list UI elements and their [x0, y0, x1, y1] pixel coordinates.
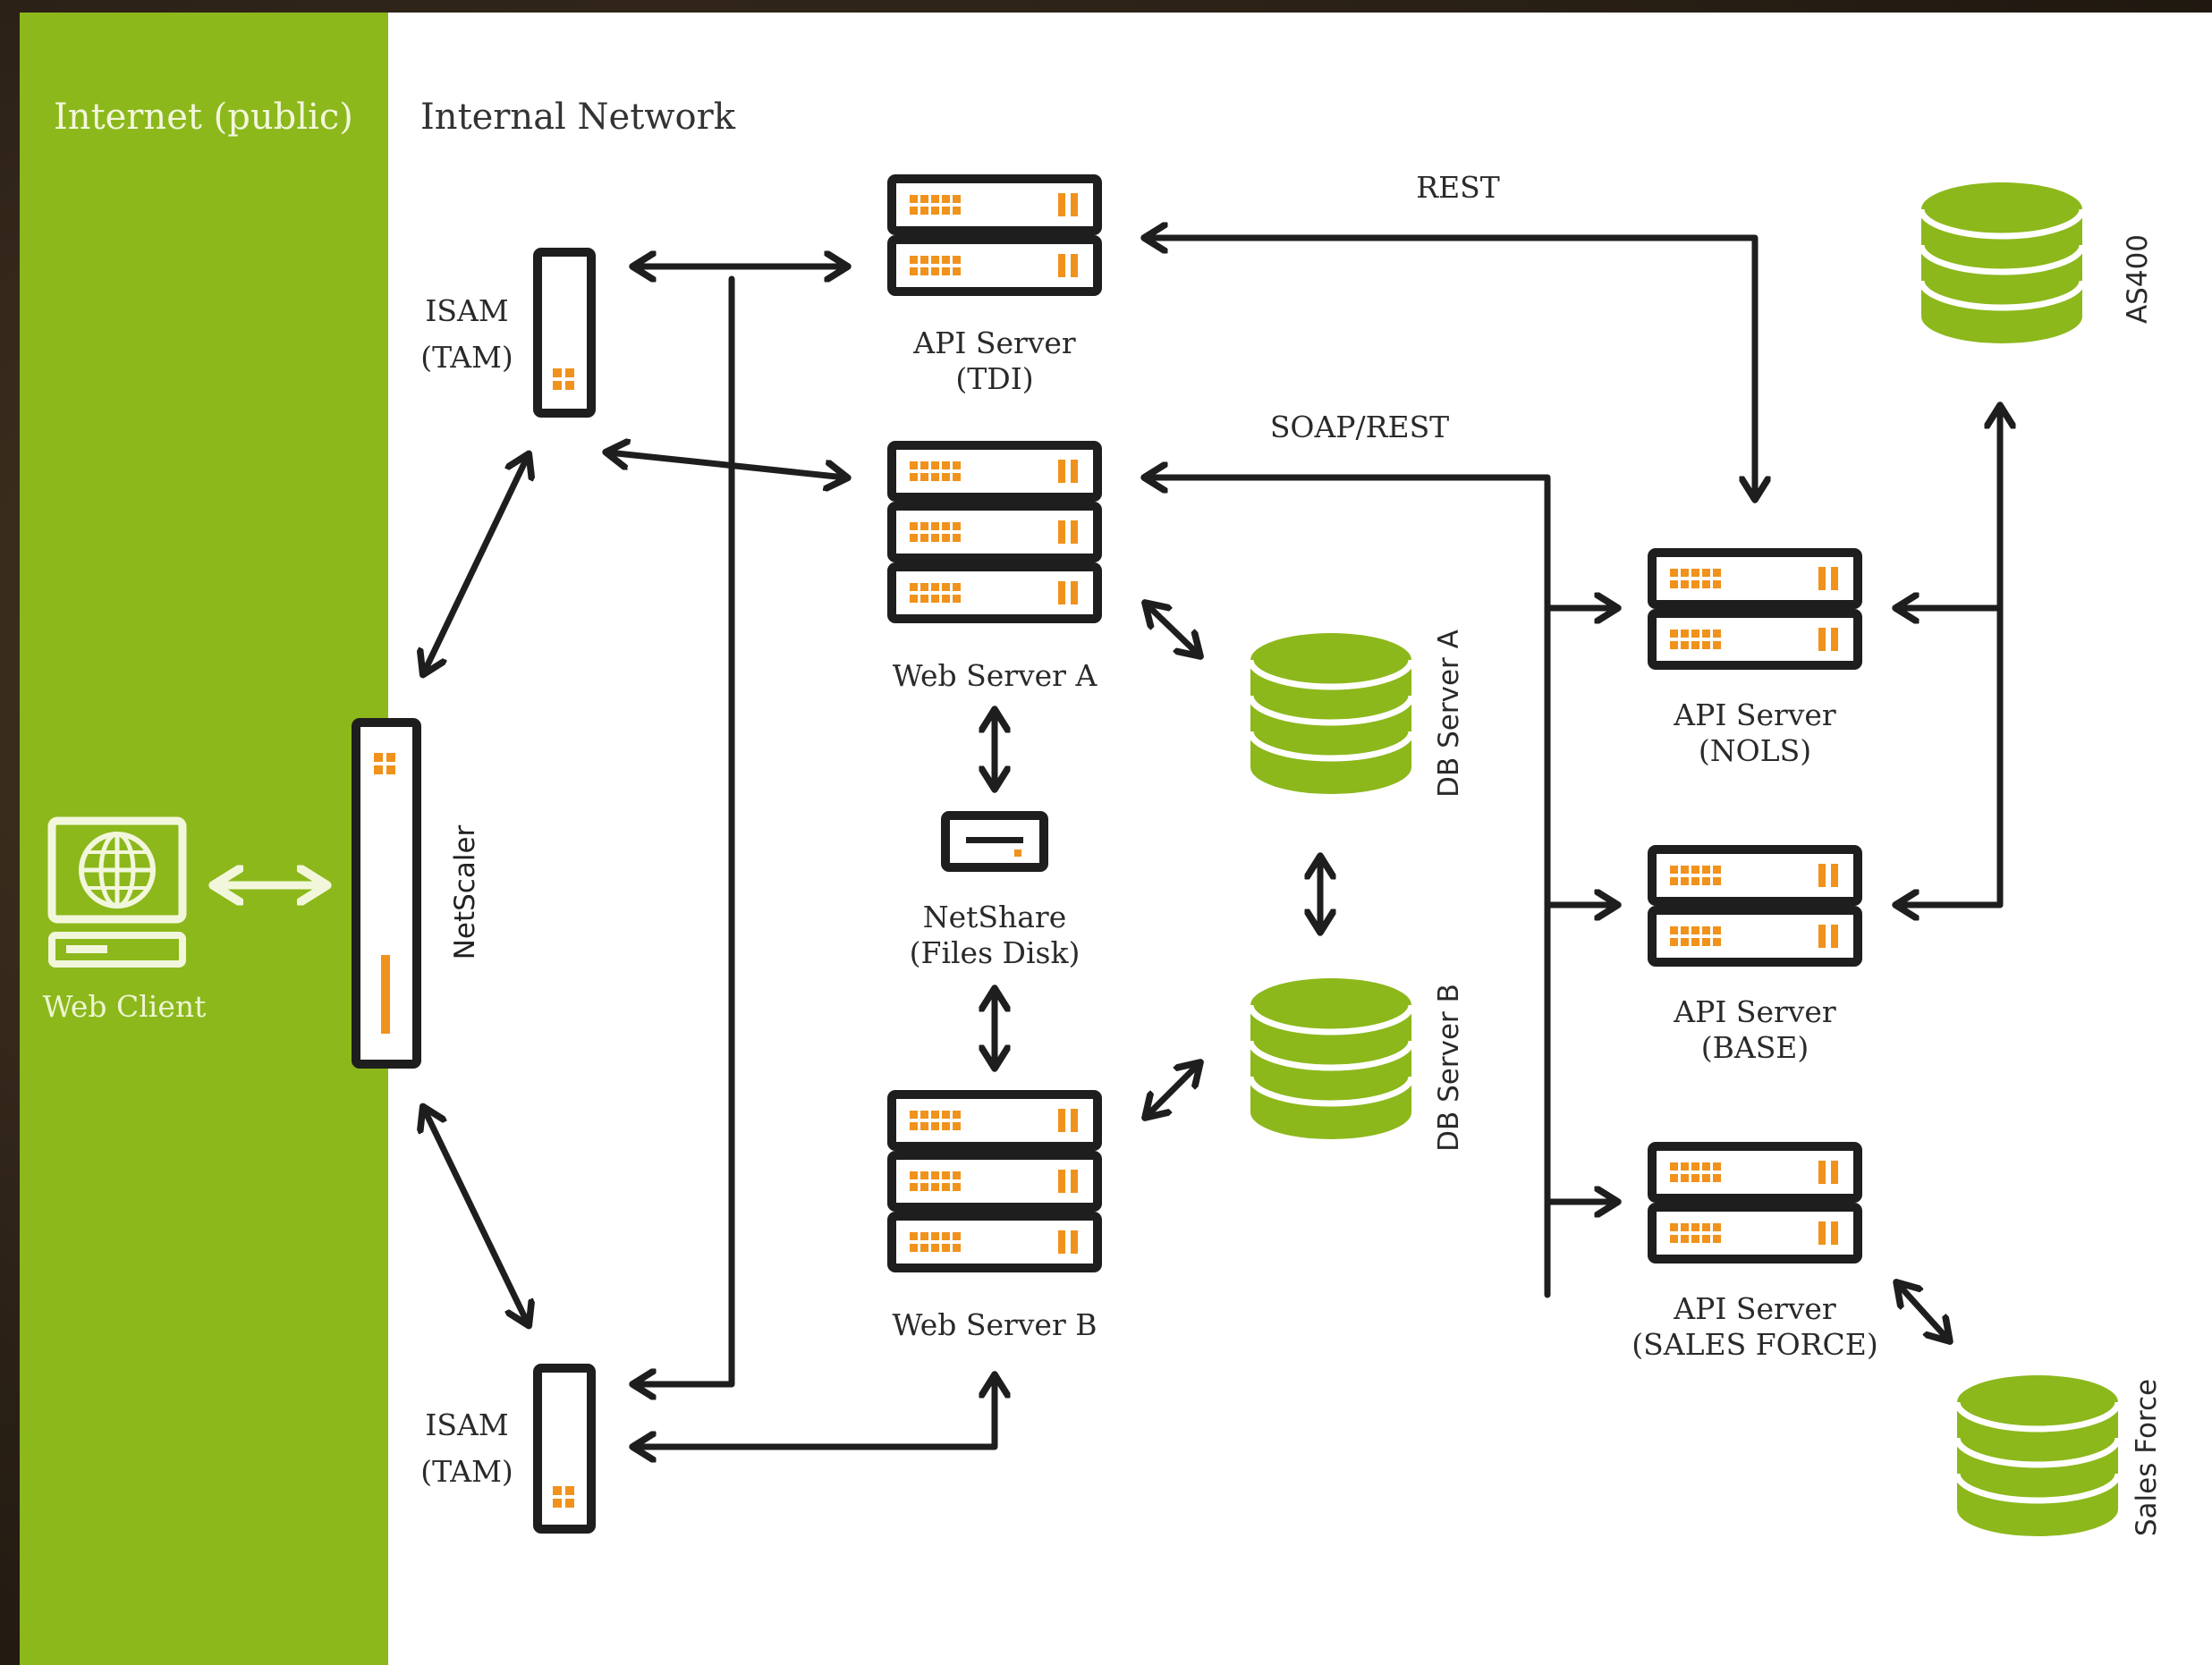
- isam-top-web-a-arrow: [608, 452, 845, 478]
- netshare-sub: (Files Disk): [909, 935, 1081, 970]
- sales-force-label: Sales Force: [2131, 1378, 2163, 1537]
- isam-bottom-name: ISAM: [425, 1407, 509, 1442]
- api-server-nols-icon: [1652, 553, 1858, 665]
- api-server-tdi-label: API Server (TDI): [860, 325, 1129, 397]
- netscaler-appliance-icon: [352, 718, 421, 1069]
- as400-api-bus-arrow: [1898, 408, 2000, 905]
- internet-public-zone: [20, 13, 388, 1665]
- netshare-disk-icon: [941, 811, 1048, 872]
- api-server-tdi-icon: [892, 179, 1098, 292]
- db-server-b-icon: [1250, 978, 1411, 1139]
- api-server-nols-name: API Server: [1674, 697, 1836, 732]
- web-server-b-label: Web Server B: [892, 1307, 1098, 1342]
- internet-public-zone-label: Internet (public): [54, 97, 353, 138]
- api-server-salesforce-name: API Server: [1674, 1291, 1836, 1326]
- web-client-label: Web Client: [42, 989, 207, 1024]
- api-server-nols-label: API Server (NOLS): [1621, 697, 1889, 769]
- as400-label: AS400: [2122, 233, 2154, 325]
- sales-force-database-icon: [1957, 1375, 2118, 1536]
- isam-top-appliance-icon: [533, 248, 596, 418]
- api-server-base-icon: [1652, 849, 1858, 962]
- db-server-a-label: DB Server A: [1433, 630, 1465, 798]
- internal-network-zone-label: Internal Network: [420, 97, 735, 138]
- api-server-tdi-name: API Server: [913, 325, 1076, 360]
- isam-top-label: ISAM (TAM): [413, 293, 521, 376]
- netscaler-label: NetScaler: [449, 824, 481, 960]
- web-server-a-label: Web Server A: [892, 658, 1098, 693]
- isam-bottom-appliance-icon: [533, 1364, 596, 1534]
- netscaler-isam-bottom-arrow: [424, 1109, 528, 1323]
- api-server-salesforce-icon: [1652, 1146, 1858, 1259]
- api-server-nols-sub: (NOLS): [1698, 733, 1812, 768]
- rest-connection-arrow: [1147, 238, 1755, 497]
- soap-rest-label: SOAP/REST: [1269, 410, 1450, 444]
- db-server-b-label: DB Server B: [1433, 984, 1465, 1152]
- api-server-salesforce-label: API Server (SALES FORCE): [1594, 1291, 1916, 1363]
- netshare-label: NetShare (Files Disk): [860, 900, 1129, 971]
- api-server-tdi-sub: (TDI): [955, 361, 1034, 396]
- web-server-a-icon: [892, 445, 1098, 619]
- api-server-salesforce-sub: (SALES FORCE): [1631, 1327, 1878, 1362]
- api-server-base-name: API Server: [1674, 994, 1836, 1029]
- isam-top-name: ISAM: [425, 293, 509, 328]
- web-b-db-b-arrow: [1147, 1064, 1199, 1116]
- api-server-base-sub: (BASE): [1700, 1030, 1809, 1065]
- rest-label: REST: [1416, 170, 1500, 205]
- api-server-base-label: API Server (BASE): [1621, 994, 1889, 1066]
- isam-bottom-label: ISAM (TAM): [413, 1407, 521, 1490]
- isam-bottom-web-b-arrow: [635, 1377, 995, 1447]
- isam-bottom-sub: (TAM): [420, 1454, 513, 1489]
- soap-rest-connection-arrow: [1147, 478, 1551, 1298]
- netshare-name: NetShare: [922, 900, 1067, 934]
- db-server-a-icon: [1250, 633, 1411, 794]
- api-salesforce-db-arrow: [1898, 1284, 1948, 1340]
- isam-top-sub: (TAM): [420, 340, 513, 375]
- web-a-db-a-arrow: [1147, 604, 1199, 655]
- computer-globe-icon: [47, 816, 187, 968]
- isam-bottom-bus-arrow: [635, 275, 735, 1384]
- web-server-b-icon: [892, 1095, 1098, 1268]
- netscaler-isam-top-arrow: [424, 456, 528, 672]
- as400-database-icon: [1921, 182, 2082, 343]
